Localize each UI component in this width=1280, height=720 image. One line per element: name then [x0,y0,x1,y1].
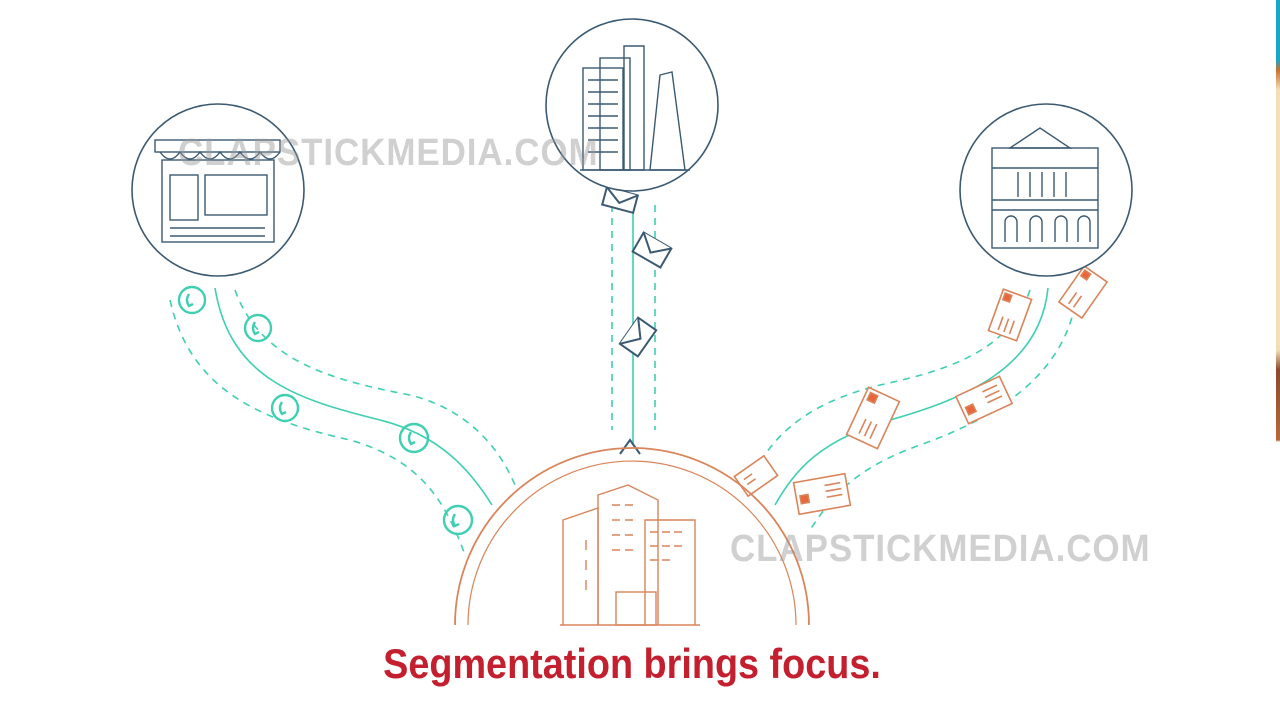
bank-node [959,103,1133,277]
company-hub [454,447,810,626]
postcard-icon [792,472,852,516]
postcard-icon [845,386,901,450]
postcard-icon [987,288,1033,342]
watermark: CLAPSTICKMEDIA.COM [178,132,599,174]
postcard-icons [733,264,1109,516]
postcard-icon [954,375,1014,425]
envelope-icon [631,231,673,269]
office-tower-node [545,18,719,192]
office-tower-icon [580,45,690,171]
phone-channel-path [169,287,516,556]
storefront-icon [154,139,281,243]
phone-icon [243,313,273,343]
email-channel-path [611,195,656,445]
phone-icon [177,285,207,315]
caption-title: Segmentation brings focus. [383,640,881,687]
side-image-strip [1276,0,1280,610]
watermark: CLAPSTICKMEDIA.COM [730,528,1151,570]
envelope-icon [600,185,640,215]
envelope-icon [618,316,658,358]
company-buildings-icon [560,484,700,626]
phone-icon [442,504,474,536]
storefront-node [131,103,305,277]
phone-icon [270,393,300,423]
bank-building-icon [991,127,1099,249]
phone-icons [177,285,474,536]
postcard-icon [1057,264,1109,320]
envelope-icon [619,438,641,455]
phone-icon [398,422,430,454]
envelope-icons [600,185,673,455]
postcard-icon [733,454,779,498]
